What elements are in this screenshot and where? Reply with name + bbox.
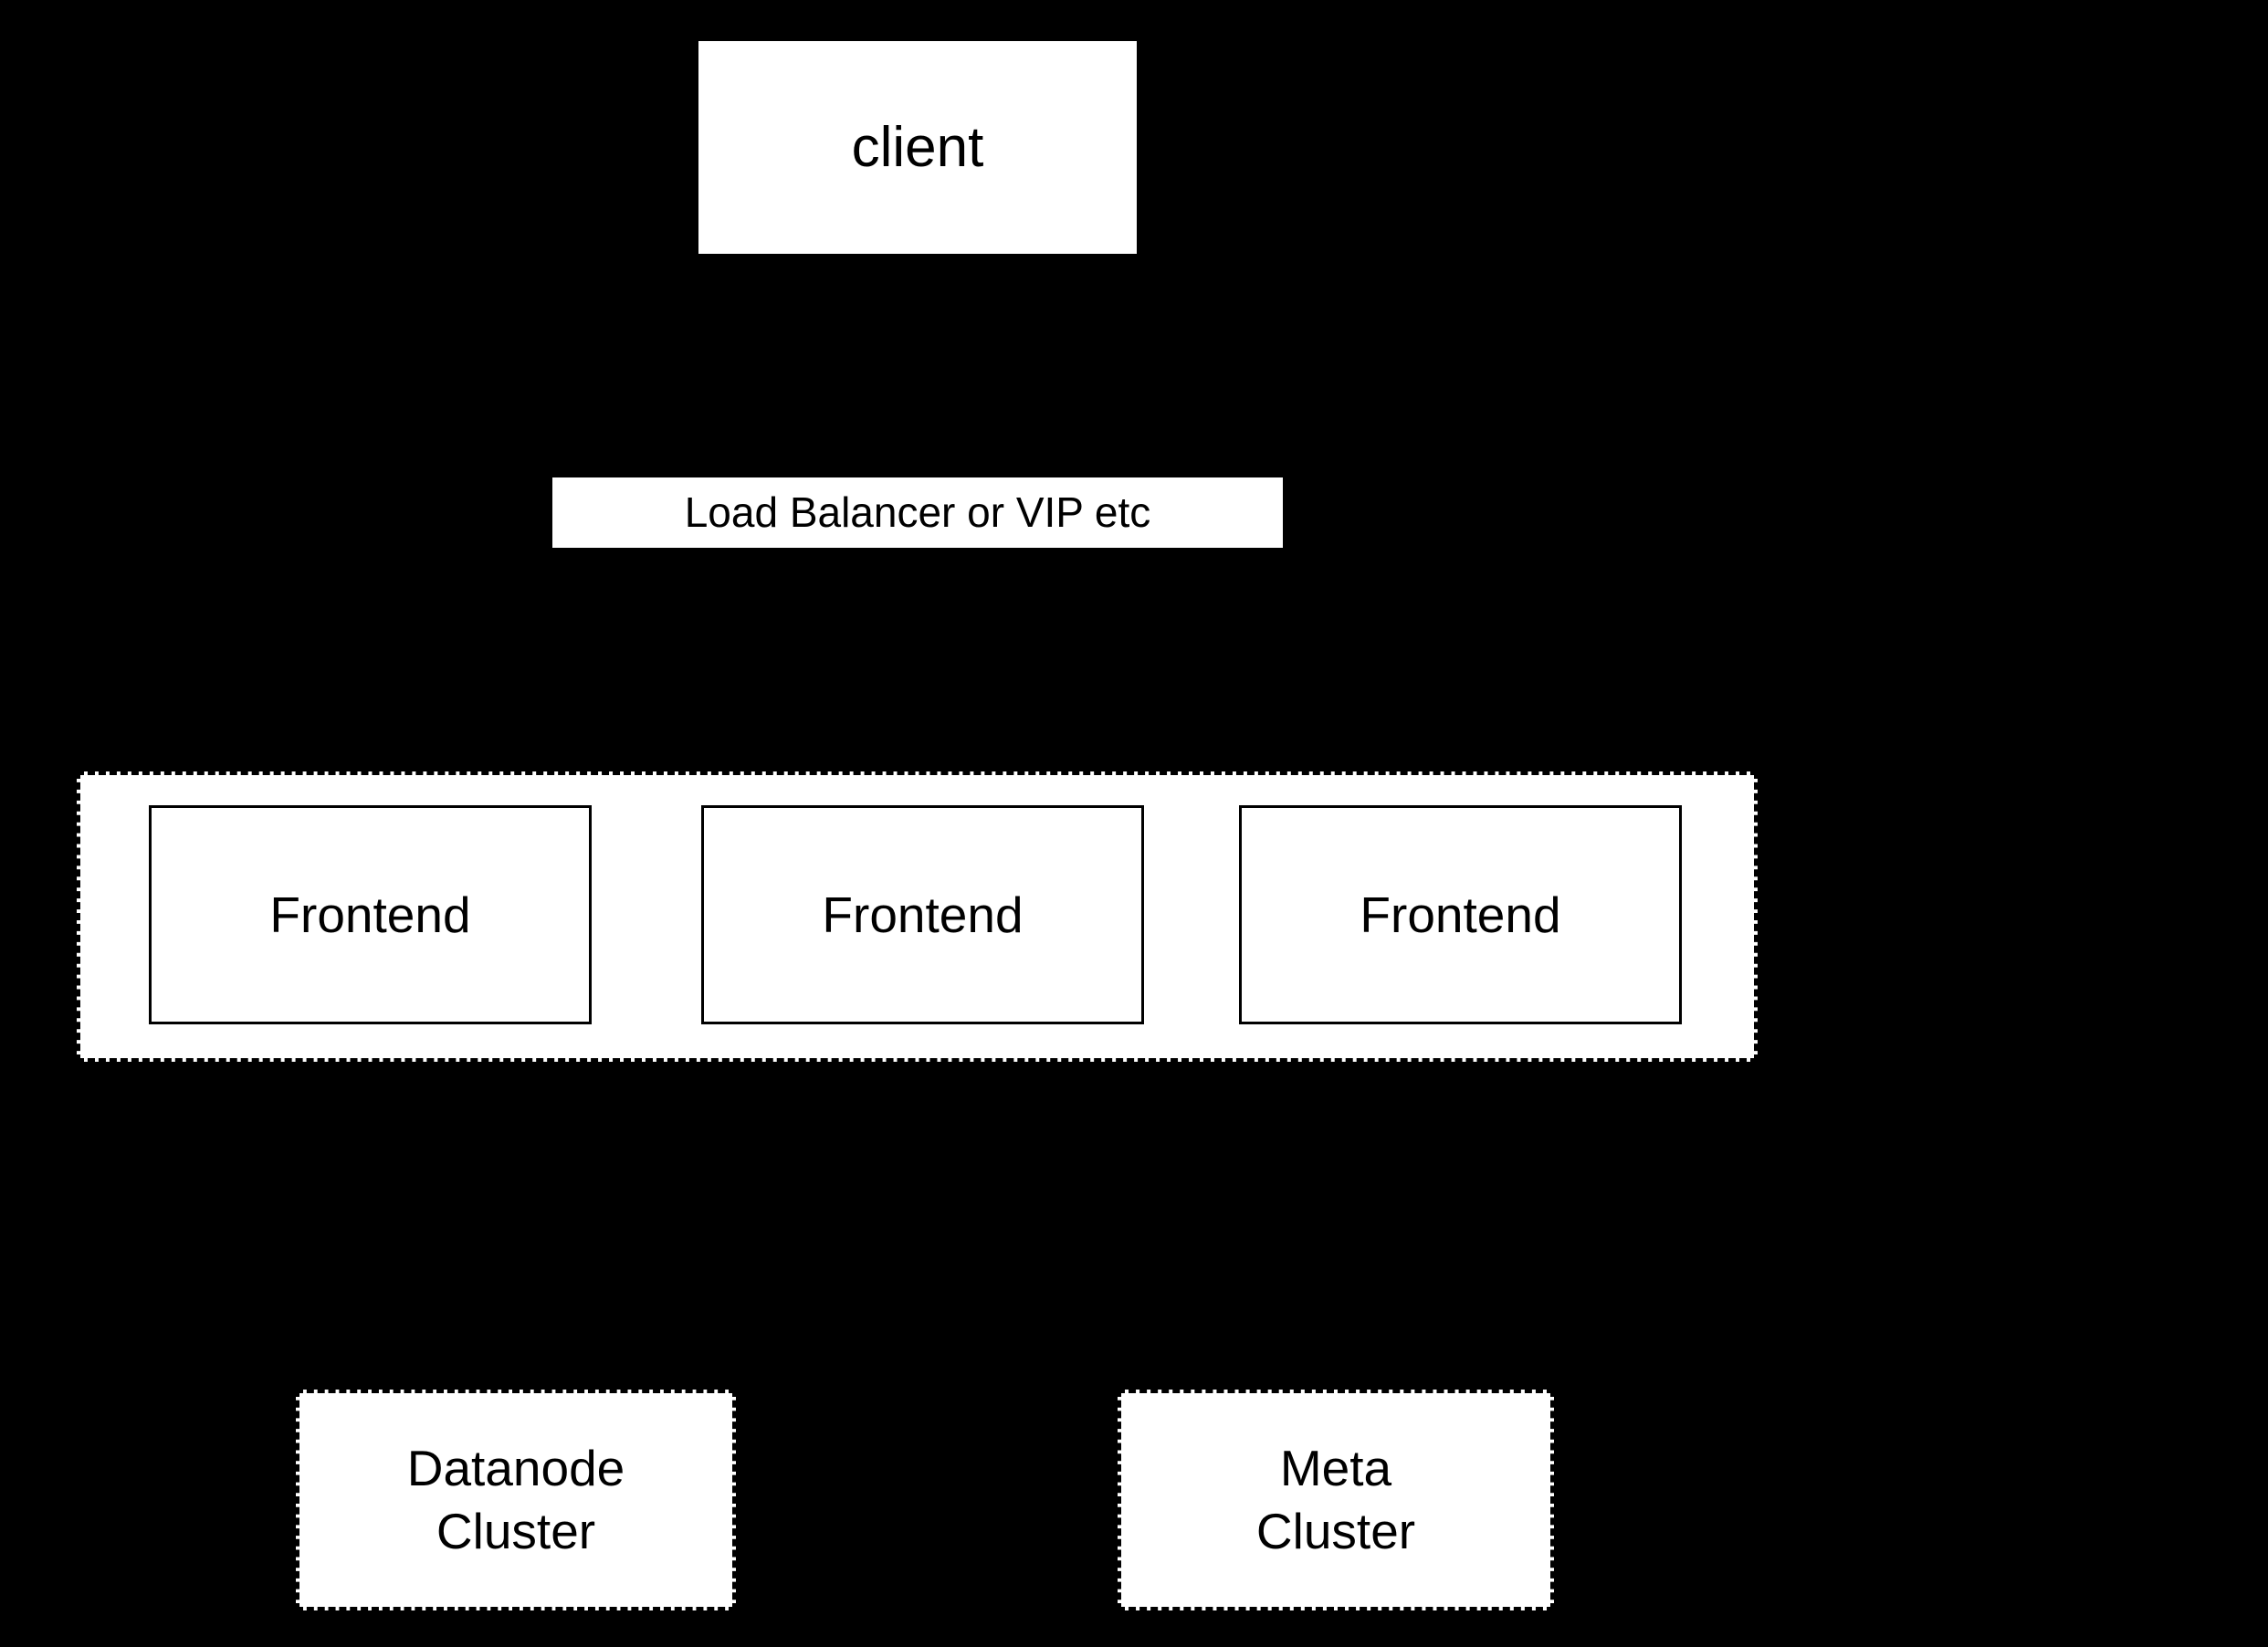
frontend-label: Frontend: [822, 886, 1024, 943]
meta-cluster-node: Meta Cluster: [1118, 1390, 1554, 1610]
datanode-cluster-label: Datanode Cluster: [406, 1440, 625, 1559]
load-balancer-label: Load Balancer or VIP etc: [684, 488, 1151, 536]
frontend-group: Frontend Frontend Frontend: [77, 771, 1758, 1062]
client-label: client: [851, 115, 984, 179]
frontend-label: Frontend: [269, 886, 471, 943]
client-node: client: [698, 41, 1137, 254]
load-balancer-node: Load Balancer or VIP etc: [552, 477, 1283, 548]
meta-cluster-label: Meta Cluster: [1255, 1440, 1416, 1559]
frontend-node-2: Frontend: [701, 805, 1144, 1024]
frontend-node-3: Frontend: [1239, 805, 1682, 1024]
frontend-node-1: Frontend: [149, 805, 592, 1024]
datanode-cluster-node: Datanode Cluster: [296, 1390, 736, 1610]
frontend-label: Frontend: [1360, 886, 1561, 943]
